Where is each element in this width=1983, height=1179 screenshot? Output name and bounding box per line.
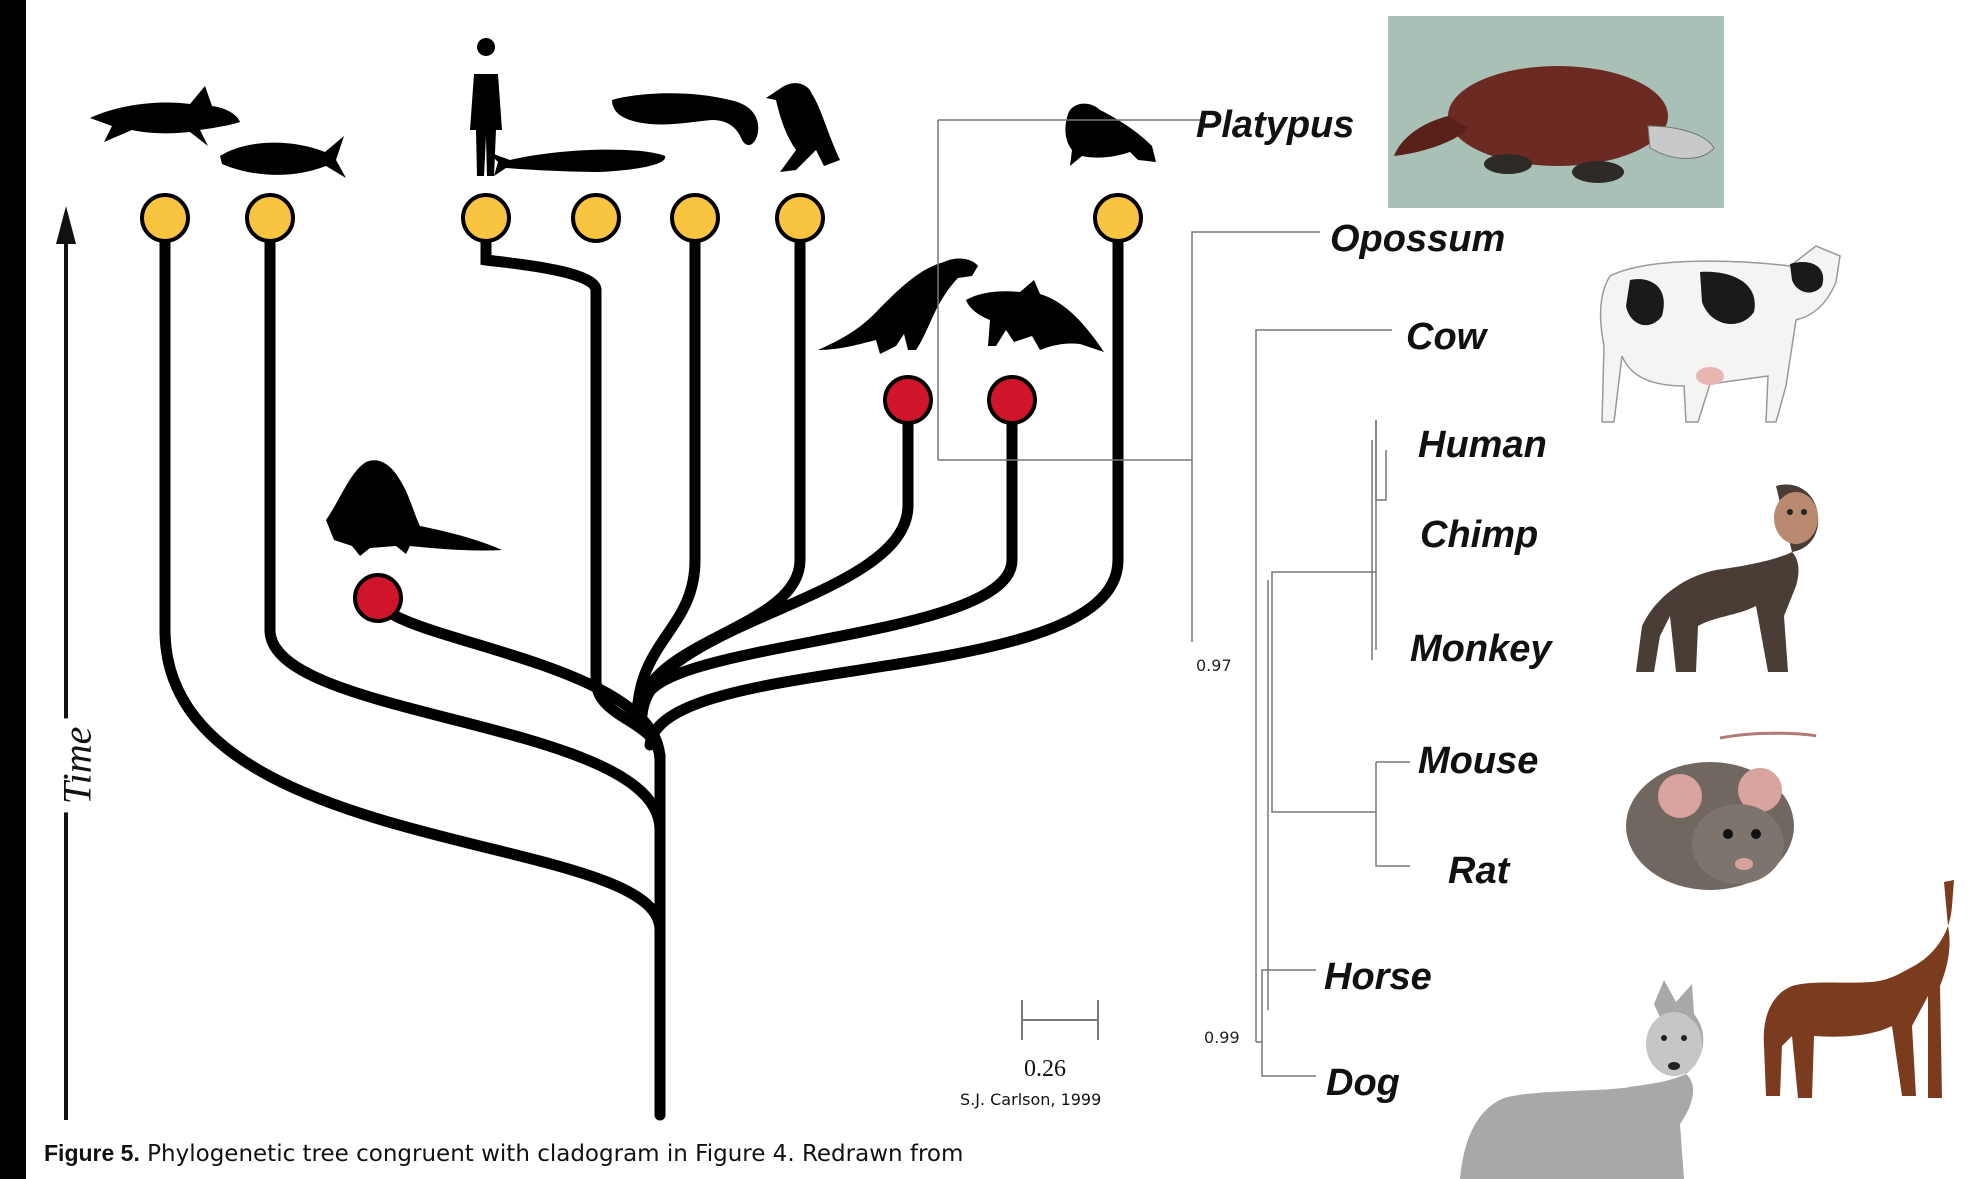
platypus-photo bbox=[1388, 16, 1724, 208]
caption-text: Phylogenetic tree congruent with cladogr… bbox=[147, 1141, 963, 1167]
frog-icon bbox=[1065, 104, 1156, 166]
triceratops-icon bbox=[966, 280, 1104, 352]
tyrannosaur-icon bbox=[818, 259, 978, 354]
shark-icon bbox=[90, 86, 240, 146]
tip-label-rat: Rat bbox=[1448, 850, 1509, 893]
cow-photo bbox=[1590, 236, 1850, 432]
scale-bar-value: 0.26 bbox=[1024, 1056, 1066, 1083]
tip-label-mouse: Mouse bbox=[1418, 740, 1538, 783]
tip-label-monkey: Monkey bbox=[1410, 628, 1551, 671]
whale-icon bbox=[488, 150, 665, 176]
cladogram-branches bbox=[165, 218, 1118, 1115]
lineage-node-triceratops bbox=[989, 377, 1035, 423]
lineage-node-tuna bbox=[247, 195, 293, 241]
dimetrodon-icon bbox=[326, 460, 502, 556]
scale-bar bbox=[1022, 1000, 1098, 1040]
tip-label-horse: Horse bbox=[1324, 956, 1432, 999]
lineage-node-bird bbox=[777, 195, 823, 241]
living-lineage-nodes bbox=[142, 195, 1141, 241]
lineage-node-shark bbox=[142, 195, 188, 241]
lineage-node-tyrannosaur bbox=[885, 377, 931, 423]
lineage-node-dimetrodon bbox=[355, 575, 401, 621]
node-support-0.99: 0.99 bbox=[1204, 1028, 1240, 1047]
horse-photo bbox=[1752, 876, 1962, 1102]
lineage-node-human bbox=[463, 195, 509, 241]
chimp-photo bbox=[1626, 466, 1836, 676]
phylogram-branches bbox=[938, 120, 1410, 1076]
tip-label-opossum: Opossum bbox=[1330, 218, 1505, 261]
caption-label: Figure 5. bbox=[44, 1140, 140, 1166]
bird-icon bbox=[766, 83, 840, 172]
figure-caption: Figure 5. Phylogenetic tree congruent wi… bbox=[44, 1140, 1344, 1167]
tip-label-dog: Dog bbox=[1326, 1062, 1400, 1105]
node-support-0.97: 0.97 bbox=[1196, 656, 1232, 675]
tip-label-platypus: Platypus bbox=[1196, 104, 1354, 147]
tip-label-cow: Cow bbox=[1406, 316, 1486, 359]
tip-label-chimp: Chimp bbox=[1420, 514, 1538, 557]
crocodile-icon bbox=[612, 93, 758, 145]
lineage-node-frog bbox=[1095, 195, 1141, 241]
lineage-node-crocodile bbox=[672, 195, 718, 241]
lineage-node-whale bbox=[573, 195, 619, 241]
tuna-icon bbox=[220, 136, 346, 178]
wolf-photo bbox=[1454, 974, 1724, 1179]
tip-label-human: Human bbox=[1418, 424, 1547, 467]
figure-credit: S.J. Carlson, 1999 bbox=[960, 1090, 1101, 1109]
time-axis-label: Time bbox=[53, 719, 100, 813]
human-icon bbox=[470, 38, 502, 176]
time-arrow bbox=[56, 206, 76, 1120]
